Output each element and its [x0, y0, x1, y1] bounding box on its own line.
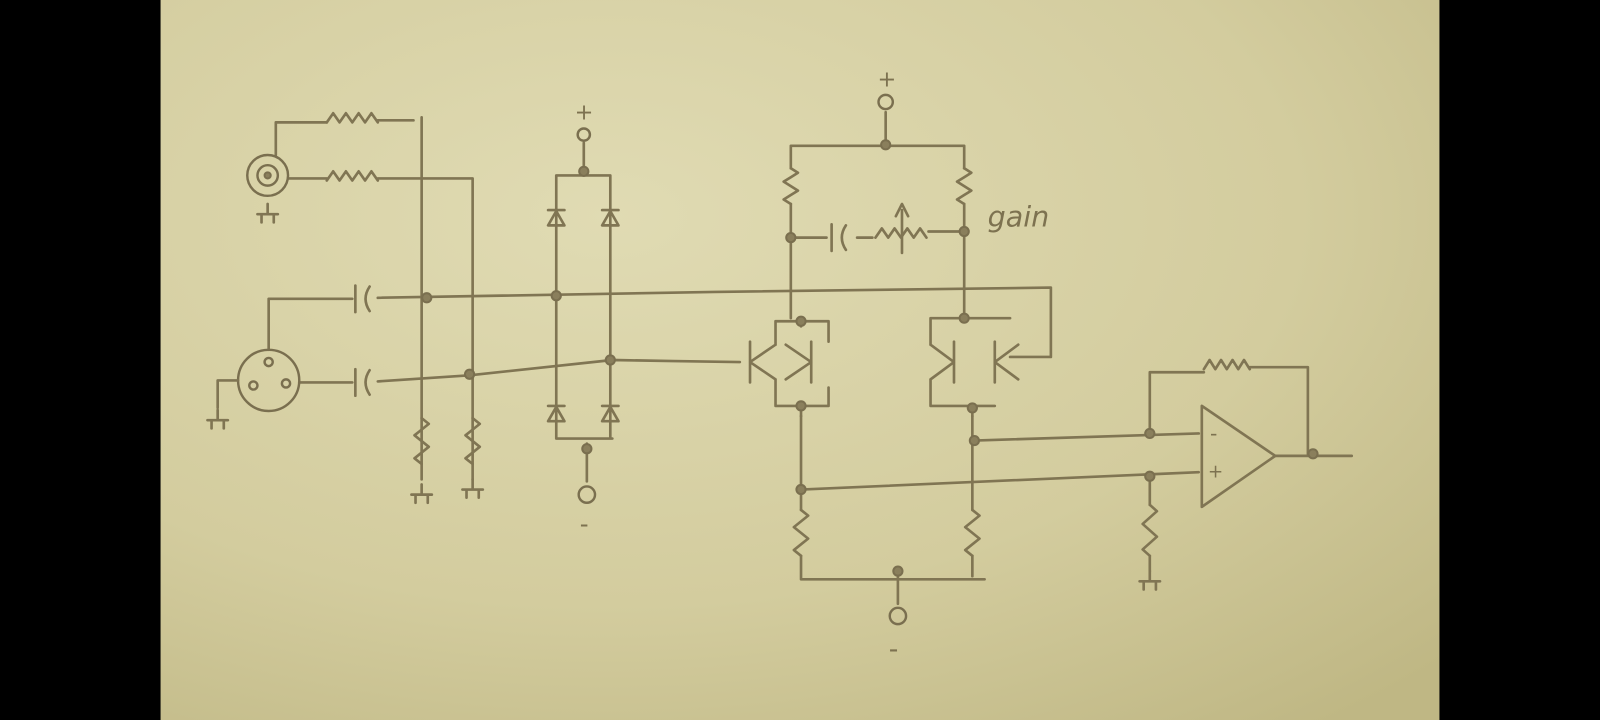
terminal-bottom-minus: [888, 606, 908, 626]
xlr-jack: [216, 348, 301, 413]
junction-node: [795, 315, 807, 327]
resistor: [464, 416, 482, 466]
wire: [789, 110, 966, 320]
capacitor: [830, 223, 848, 253]
junction-node: [1144, 470, 1156, 482]
terminal-top-plus: [877, 93, 895, 111]
ground-icon: [1138, 569, 1162, 591]
bottom-supply-minus-label: -: [889, 634, 899, 665]
opamp-triangle: [1200, 404, 1277, 509]
junction-node: [1144, 427, 1156, 440]
resistor: [325, 111, 380, 124]
junction-node: [958, 312, 970, 324]
diode: [546, 404, 566, 423]
diode-supply-minus-label: -: [580, 509, 589, 538]
resistor: [963, 508, 981, 558]
junction-node: [880, 139, 892, 151]
diode-supply-plus-label: +: [575, 99, 594, 125]
junction-node: [795, 483, 807, 496]
resistor: [325, 170, 380, 182]
wire: [267, 286, 1053, 359]
ground-icon: [461, 477, 485, 500]
ground-icon: [256, 202, 280, 224]
junction-node: [578, 165, 590, 177]
resistor: [955, 166, 973, 206]
rca-jack: [246, 153, 290, 198]
top-supply-plus-label: +: [878, 67, 897, 93]
diode: [600, 208, 620, 227]
terminal-diode-plus: [576, 127, 592, 142]
junction-node: [1307, 448, 1319, 460]
junction-node: [892, 565, 904, 577]
terminal-diode-minus: [577, 485, 597, 505]
paper-sheet: [160, 0, 1440, 720]
gain-label: gain: [988, 199, 1050, 233]
junction-node: [785, 232, 797, 244]
resistor: [792, 508, 810, 558]
junction-node: [958, 225, 970, 238]
wire: [799, 432, 1201, 491]
junction-node: [968, 434, 980, 447]
opamp-inverting-label: -: [1210, 422, 1217, 446]
opamp-noninverting-label: +: [1208, 461, 1223, 482]
diode: [600, 404, 620, 423]
junction-node: [795, 400, 807, 412]
junction-node: [421, 292, 433, 304]
resistor: [1141, 503, 1159, 558]
diode: [546, 208, 566, 227]
wire: [799, 414, 986, 606]
junction-node: [581, 443, 593, 455]
capacitor: [354, 284, 371, 314]
junction-node: [550, 290, 562, 302]
ground-icon: [410, 483, 434, 505]
capacitor: [354, 367, 371, 398]
ground-icon: [206, 408, 230, 430]
resistor: [1202, 358, 1252, 371]
junction-node: [463, 368, 476, 380]
resistor: [413, 416, 431, 466]
resistor: [782, 166, 800, 206]
junction-node: [966, 402, 978, 414]
junction-node: [604, 354, 616, 366]
potentiometer-arrow: [894, 202, 910, 255]
